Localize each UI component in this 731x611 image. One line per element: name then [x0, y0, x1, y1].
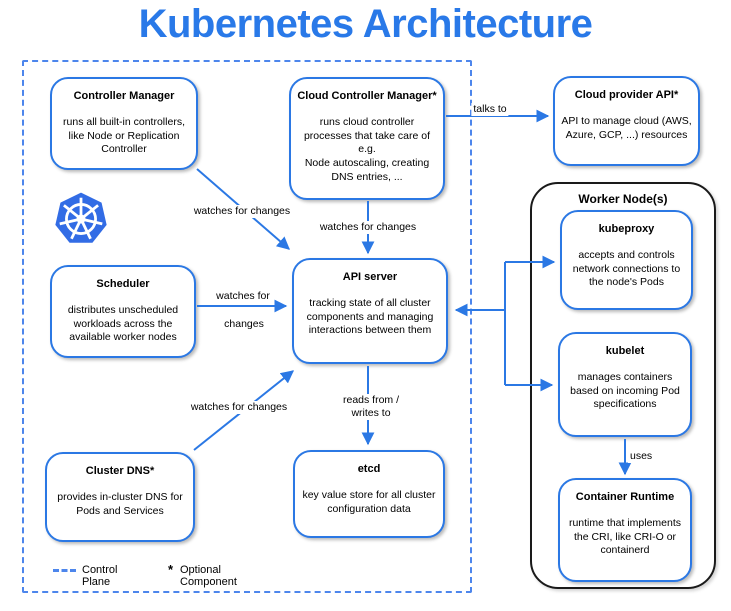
- node-api-server: API server tracking state of all cluster…: [292, 258, 448, 364]
- node-cloud-provider-api-title: Cloud provider API*: [574, 89, 679, 101]
- edge-label-talks-to: talks to: [471, 103, 509, 117]
- node-scheduler-title: Scheduler: [96, 278, 150, 290]
- node-controller-manager: Controller Manager runs all built-in con…: [50, 77, 198, 170]
- node-kubeproxy-body: accepts and controls network connections…: [572, 249, 681, 289]
- edge-label-watches-for-changes-dns: watches for changes: [188, 401, 290, 415]
- legend-control-plane-label: Control Plane: [82, 564, 118, 588]
- node-api-server-title: API server: [342, 271, 398, 283]
- node-cloud-controller-manager-body: runs cloud controller processes that tak…: [303, 116, 431, 183]
- node-kubelet: kubelet manages containers based on inco…: [558, 332, 692, 437]
- edge-label-uses: uses: [628, 450, 655, 464]
- node-container-runtime-title: Container Runtime: [575, 491, 675, 503]
- node-api-server-body: tracking state of all cluster components…: [306, 297, 434, 337]
- edge-label-changes: changes: [222, 318, 266, 332]
- node-cloud-provider-api: Cloud provider API* API to manage cloud …: [553, 76, 700, 166]
- page-title: Kubernetes Architecture: [138, 2, 593, 46]
- node-controller-manager-body: runs all built-in controllers, like Node…: [63, 116, 185, 156]
- edge-label-watches-for-changes-ccm: watches for changes: [317, 221, 419, 235]
- legend-optional-label: Optional Component: [180, 564, 237, 588]
- node-cluster-dns-body: provides in-cluster DNS for Pods and Ser…: [57, 491, 183, 517]
- node-etcd-title: etcd: [357, 463, 381, 475]
- node-kubeproxy: kubeproxy accepts and controls network c…: [560, 210, 693, 310]
- node-kubelet-title: kubelet: [605, 345, 645, 357]
- node-cloud-controller-manager: Cloud Controller Manager* runs cloud con…: [289, 77, 445, 200]
- edge-label-reads-from-writes-to: reads from / writes to: [340, 394, 402, 421]
- node-kubeproxy-title: kubeproxy: [598, 223, 655, 235]
- node-cloud-provider-api-body: API to manage cloud (AWS, Azure, GCP, ..…: [561, 115, 692, 141]
- node-etcd-body: key value store for all cluster configur…: [302, 489, 436, 515]
- node-kubelet-body: manages containers based on incoming Pod…: [570, 371, 680, 411]
- worker-node-title: Worker Node(s): [578, 192, 668, 206]
- node-container-runtime-body: runtime that implements the CRI, like CR…: [568, 517, 682, 557]
- node-scheduler-body: distributes unscheduled workloads across…: [67, 304, 179, 344]
- node-etcd: etcd key value store for all cluster con…: [293, 450, 445, 538]
- legend-optional-marker: *: [168, 562, 174, 577]
- node-scheduler: Scheduler distributes unscheduled worklo…: [50, 265, 196, 358]
- control-plane-dashed-border: [22, 60, 472, 593]
- node-cluster-dns: Cluster DNS* provides in-cluster DNS for…: [45, 452, 195, 542]
- node-cluster-dns-title: Cluster DNS*: [85, 465, 155, 477]
- kubernetes-logo-icon: [55, 192, 107, 243]
- node-cloud-controller-manager-title: Cloud Controller Manager*: [297, 90, 437, 102]
- edge-label-watches-for-changes-cm: watches for changes: [191, 205, 293, 219]
- node-container-runtime: Container Runtime runtime that implement…: [558, 478, 692, 582]
- node-controller-manager-title: Controller Manager: [73, 90, 175, 102]
- control-plane-dash-icon: [53, 569, 76, 572]
- edge-label-watches-for: watches for: [214, 290, 272, 304]
